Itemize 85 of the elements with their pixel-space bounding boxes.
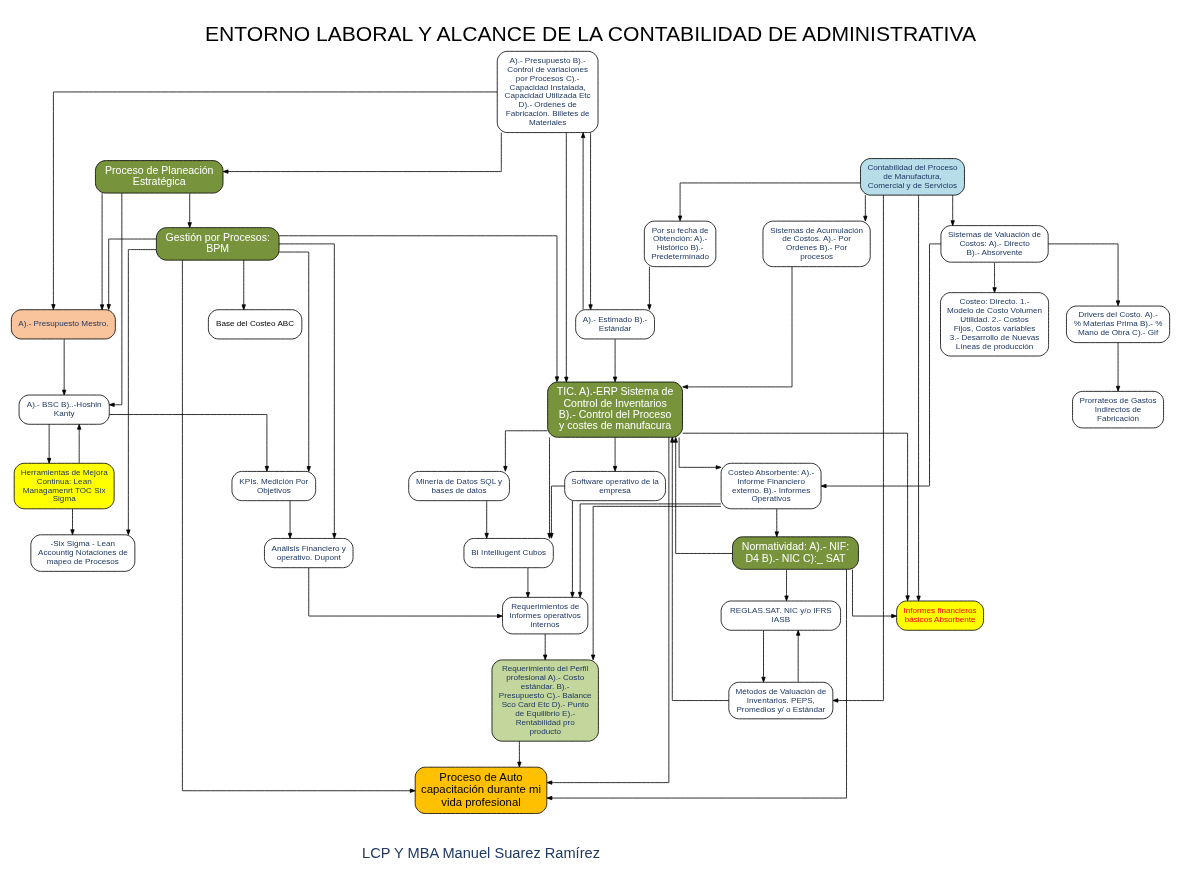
arrow: [187, 193, 192, 228]
arrow: [222, 132, 502, 174]
node-box: Normatividad: A).- NIF: D4 B).- NIC C):_ SAT: [732, 536, 859, 570]
arrow: [673, 437, 733, 554]
arrow: [950, 194, 955, 226]
node-box: Informes financieros básicos Absorbente: [896, 600, 984, 631]
arrow: [570, 500, 575, 598]
arrow: [546, 569, 847, 801]
node-box: Contabilidad del Proceso de Manufactura, Comercial y de Servicios: [860, 158, 965, 196]
arrow: [278, 235, 560, 383]
arrow: [612, 338, 618, 383]
arrow: [588, 132, 593, 311]
node-box: Sistemas de Valuación de Costos: A).- Directo B).- Absorvente: [940, 225, 1049, 263]
arrow: [278, 243, 337, 539]
arrow: [543, 633, 548, 661]
arrow: [612, 437, 618, 472]
node-box: Sistemas de Acumulación de Costos. A).- Por Ordenes B).- Por procesos: [762, 220, 871, 268]
arrow: [774, 508, 779, 538]
node-box: Drivers del Costo. A).- % Materias Prima B).- % Mano de Obra C).- Gif: [1066, 305, 1171, 344]
label: LCP Y MBA Manuel Suarez Ramírez: [362, 844, 600, 861]
node-box: A).- BSC B)..-Hoshin Kanty: [18, 394, 110, 425]
arrow: [591, 505, 722, 661]
arrow: [99, 192, 105, 311]
node-box: BI Intelliugent Cubos: [463, 538, 554, 569]
arrow: [796, 629, 801, 683]
arrow: [647, 266, 652, 310]
arrow: [106, 238, 157, 310]
arrow: [308, 567, 503, 619]
node-box: Costeo: Directo. 1.- Modelo de Costo Volumen Utilidad. 2.- Costos Fijos, Costos variables 3.- Desarrollo de Nuevas Líneas de producción: [940, 292, 1049, 357]
node-box: Costeo Absorbente: A).- Informe Financiero externo. B).- Informes Operativos: [720, 462, 822, 510]
arrow: [670, 436, 730, 701]
node-box: Herramientas de Mejora Continua: Lean Managamenrt TOC Six Sigma: [13, 462, 115, 510]
node-box: A).- Presupuesto Mestro.: [10, 309, 116, 340]
node-box: Requerimiento del Perfil profesional A).- Costo estándar. B).- Presupuesto C).- Balance Sco Card Etc D).- Punto de Equilibrio E).- Rentabilidad pro producto: [491, 659, 599, 742]
node-box: Por su fecha de Obtención: A).- Histórico B).- Predeterminado: [643, 220, 717, 268]
arrow: [863, 194, 868, 222]
node-box: Prorrateos de Gastos Indirectos de Fabricación: [1072, 390, 1164, 429]
diagram-title: ENTORNO LABORAL Y ALCANCE DE LA CONTABILIDAD DE ADMINISTRATIVA: [204, 22, 977, 46]
arrow: [525, 567, 531, 598]
arrow: [678, 437, 722, 470]
arrow: [564, 132, 569, 383]
arrow: [852, 569, 897, 619]
node-box: Gestión por Procesos: BPM: [156, 227, 280, 261]
node-box: -Six Sigma - Lean Accountig Notaciones de mapeo de Procesos: [30, 534, 136, 572]
arrow: [581, 132, 586, 310]
arrow: [51, 91, 498, 310]
arrow: [108, 192, 123, 407]
node-box: A).- Estimado B).- Estándar: [575, 309, 655, 340]
arrow: [1047, 243, 1121, 307]
arrow: [578, 503, 722, 598]
arrow: [677, 182, 861, 222]
arrow: [832, 194, 884, 703]
arrow: [820, 243, 942, 489]
arrow: [682, 266, 793, 389]
node-box: Análisis Financiero y operativo. Dupont: [264, 538, 354, 569]
arrow: [70, 508, 75, 535]
node-box: Proceso de Planeación Estratégica: [95, 160, 224, 194]
node-box: KPIs. Medición Por Objetivos: [231, 471, 317, 502]
node-box: Software operativo de la empresa: [564, 471, 666, 502]
arrow: [1115, 342, 1121, 392]
arrow: [784, 569, 789, 602]
arrow: [916, 194, 921, 602]
arrow: [126, 249, 157, 536]
arrow: [517, 740, 522, 768]
node-box: Requerimientos de Informes operativos internos: [502, 596, 589, 635]
node-box: A).- Presupuesto B).- Control de variaciones por Procesos C).- Capacidad Instalada, Capacidad Utilizada Etc D).- Ordenes de Fabricación. Billetes de Materiales: [496, 50, 599, 133]
arrow: [503, 430, 548, 472]
arrow: [761, 630, 766, 683]
node-box: Proceso de Auto capacitación durante mi vida profesional: [414, 766, 548, 814]
node-box: TIC. A).-ERP Sistema de Control de Inventarios B).- Control del Proceso y costes de manufacura: [547, 381, 683, 438]
arrow: [109, 414, 269, 472]
arrow: [77, 423, 82, 464]
node-box: Métodos de Valuación de Inventarios. PEPS, Promedios y/ o Estándar: [728, 681, 834, 720]
arrow: [484, 500, 489, 539]
arrow: [62, 338, 67, 396]
node-box: Base del Costeo ABC: [208, 309, 303, 340]
arrow: [47, 423, 52, 464]
arrow: [287, 500, 293, 539]
arrow: [992, 262, 997, 293]
arrow: [682, 432, 910, 602]
arrow: [278, 251, 311, 472]
node-box: REGLAS.SAT. NIC y/o IFRS IASB: [720, 600, 841, 631]
arrow: [182, 259, 416, 793]
arrow: [241, 259, 246, 311]
node-box: Minería de Datos SQL y bases de datos: [408, 471, 510, 502]
